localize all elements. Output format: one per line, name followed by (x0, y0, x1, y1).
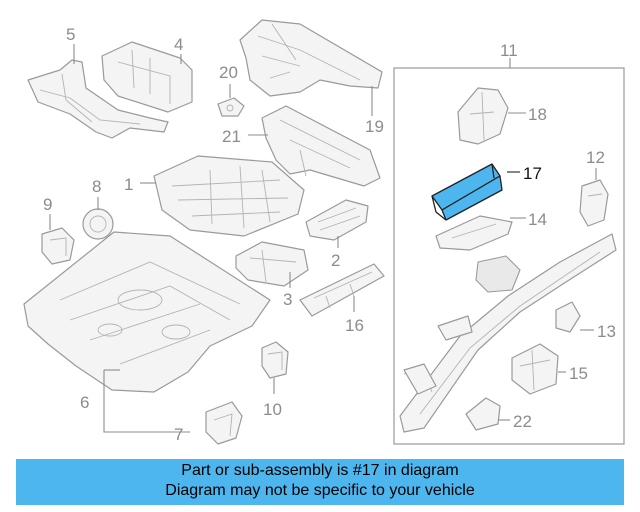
part-8-drawing (82, 208, 114, 240)
callout-5: 5 (66, 25, 75, 44)
callout-4: 4 (174, 35, 183, 54)
part-2-drawing (305, 199, 369, 241)
part-7-drawing (205, 401, 243, 445)
callout-12: 12 (586, 148, 605, 167)
part-6-drawing (23, 231, 271, 393)
part-21-drawing (261, 105, 381, 187)
part-16-drawing (299, 263, 385, 317)
callout-11: 11 (500, 41, 518, 60)
callout-15: 15 (569, 364, 588, 383)
part-22-drawing (465, 397, 501, 431)
callout-2: 2 (331, 251, 340, 270)
part-12-drawing (579, 179, 609, 227)
callout-8: 8 (92, 177, 101, 196)
callout-21: 21 (222, 127, 241, 146)
part-18-drawing (457, 87, 509, 145)
callout-3: 3 (283, 290, 292, 309)
part-17-highlighted (431, 163, 503, 221)
callout-7: 7 (174, 425, 183, 444)
callout-20: 20 (219, 63, 238, 82)
callout-19: 19 (365, 117, 384, 136)
callout-1: 1 (124, 175, 133, 194)
part-10-drawing (261, 341, 289, 379)
part-4-drawing (101, 41, 193, 113)
side-rail-drawing (399, 233, 617, 433)
callout-18: 18 (528, 105, 547, 124)
caption-line-2: Diagram may not be specific to your vehi… (165, 482, 475, 499)
part-13-drawing (555, 301, 581, 333)
part-3-drawing (235, 241, 309, 287)
part-1-drawing (153, 155, 305, 237)
callout-16: 16 (345, 316, 364, 335)
part-14-drawing (435, 215, 513, 251)
callout-6: 6 (80, 393, 89, 412)
callout-17: 17 (523, 164, 542, 183)
part-15-drawing (511, 343, 559, 395)
callout-9: 9 (43, 195, 52, 214)
callout-22: 22 (513, 412, 532, 431)
parts-diagram: 5 4 19 20 21 1 8 9 (23, 19, 625, 445)
caption-banner: Part or sub-assembly is #17 in diagram D… (16, 459, 624, 505)
callout-14: 14 (528, 210, 547, 229)
callout-13: 13 (597, 322, 616, 341)
part-19-drawing (239, 19, 383, 97)
caption-line-1: Part or sub-assembly is #17 in diagram (181, 462, 459, 479)
callout-10: 10 (263, 400, 282, 419)
part-20-drawing (217, 97, 245, 117)
assembly-11-box (393, 67, 625, 445)
part-5-drawing (27, 59, 169, 139)
part-9-drawing (41, 227, 75, 265)
